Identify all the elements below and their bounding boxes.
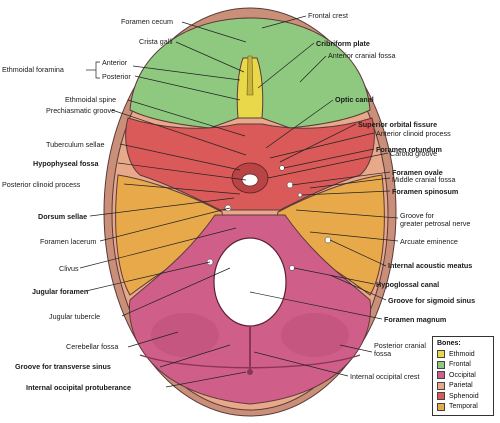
label-superior-orbital-fissure: Superior orbital fissure (358, 120, 437, 129)
cerebellar-fossa-right-shape (281, 313, 349, 357)
label-posterior-cranial-fossa-1: Posterior cranial (374, 341, 426, 350)
legend-label: Parietal (449, 382, 473, 390)
legend-label: Frontal (449, 361, 471, 369)
legend-swatch (437, 350, 445, 359)
hypophyseal-fossa-shape (241, 173, 259, 187)
label-prechiasmatic-groove: Prechiasmatic groove (46, 106, 115, 115)
legend-label: Temporal (449, 403, 478, 411)
label-hypophyseal-fossa: Hypophyseal fossa (33, 159, 100, 168)
legend-label: Occipital (449, 371, 476, 379)
label-foramen-rotundum: Foramen rotundum (376, 145, 442, 154)
cerebellar-fossa-left-shape (151, 313, 219, 357)
label-posterior-clinoid-process: Posterior clinoid process (2, 180, 81, 189)
foramen-spinosum-shape (297, 192, 303, 198)
internal-acoustic-meatus-shape (324, 236, 332, 244)
labels: Frontal crest Foramen cecum Crista galli… (2, 11, 475, 392)
label-foramen-ovale: Foramen ovale (392, 168, 443, 177)
label-hypoglossal-canal: Hypoglossal canal (376, 280, 439, 289)
label-cribriform-plate: Cribriform plate (316, 39, 370, 48)
label-foramen-lacerum: Foramen lacerum (40, 237, 96, 246)
label-ethmoidal-spine: Ethmoidal spine (65, 95, 116, 104)
foramen-rotundum-shape (279, 165, 285, 171)
label-frontal-crest: Frontal crest (308, 11, 348, 20)
label-jugular-tubercle: Jugular tubercle (49, 312, 100, 321)
label-foramen-cecum: Foramen cecum (121, 17, 173, 26)
legend-item-occipital: Occipital (437, 370, 489, 381)
legend-swatch (437, 402, 445, 411)
label-cerebellar-fossa: Cerebellar fossa (66, 342, 118, 351)
legend-item-temporal: Temporal (437, 402, 489, 413)
label-anterior-clinoid-process: Anterior clinoid process (376, 129, 451, 138)
label-groove-sigmoid-sinus: Groove for sigmoid sinus (388, 296, 475, 305)
internal-occipital-protuberance-shape (247, 369, 253, 375)
label-arcuate-eminence: Arcuate eminence (400, 237, 458, 246)
hypoglossal-canal-shape (289, 265, 295, 271)
label-anterior-cranial-fossa: Anterior cranial fossa (328, 51, 396, 60)
label-middle-cranial-fossa: Middle cranial fossa (392, 175, 456, 184)
foramen-lacerum-shape (224, 204, 232, 212)
label-optic-canal: Optic canal (335, 95, 374, 104)
label-groove-greater-petrosal-1: Groove for (400, 211, 435, 220)
label-ethmoidal-foramina: Ethmoidal foramina (2, 65, 64, 74)
label-clivus: Clivus (59, 264, 79, 273)
legend-swatch (437, 371, 445, 380)
label-groove-greater-petrosal-2: greater petrosal nerve (400, 219, 470, 228)
label-internal-occipital-protuberance: Internal occipital protuberance (26, 383, 131, 392)
label-internal-acoustic-meatus: Internal acoustic meatus (388, 261, 472, 270)
label-posterior-cranial-fossa-2: fossa (374, 349, 391, 358)
label-groove-transverse-sinus: Groove for transverse sinus (15, 362, 111, 371)
label-carotid-groove: Carotid groove (390, 149, 437, 158)
label-internal-occipital-crest: Internal occipital crest (350, 372, 420, 381)
label-crista-galli: Crista galli (139, 37, 173, 46)
label-jugular-foramen: Jugular foramen (32, 287, 88, 296)
legend-item-parietal: Parietal (437, 381, 489, 392)
legend-item-sphenoid: Sphenoid (437, 391, 489, 402)
label-tuberculum-sellae: Tuberculum sellae (46, 140, 104, 149)
foramen-magnum-shape (213, 237, 287, 327)
legend-label: Ethmoid (449, 350, 475, 358)
legend-swatch (437, 381, 445, 390)
label-anterior: Anterior (102, 58, 128, 67)
label-dorsum-sellae: Dorsum sellae (38, 212, 87, 221)
label-foramen-magnum: Foramen magnum (384, 315, 446, 324)
legend-label: Sphenoid (449, 392, 479, 400)
legend-item-ethmoid: Ethmoid (437, 349, 489, 360)
legend-swatch (437, 392, 445, 401)
legend-swatch (437, 360, 445, 369)
transverse-sinus-groove-shape (139, 354, 361, 369)
crista-galli-shape (246, 55, 254, 96)
label-foramen-spinosum: Foramen spinosum (392, 187, 458, 196)
label-posterior: Posterior (102, 72, 131, 81)
leader-lines (79, 15, 399, 388)
legend-item-frontal: Frontal (437, 360, 489, 371)
legend-title: Bones: (437, 340, 461, 347)
